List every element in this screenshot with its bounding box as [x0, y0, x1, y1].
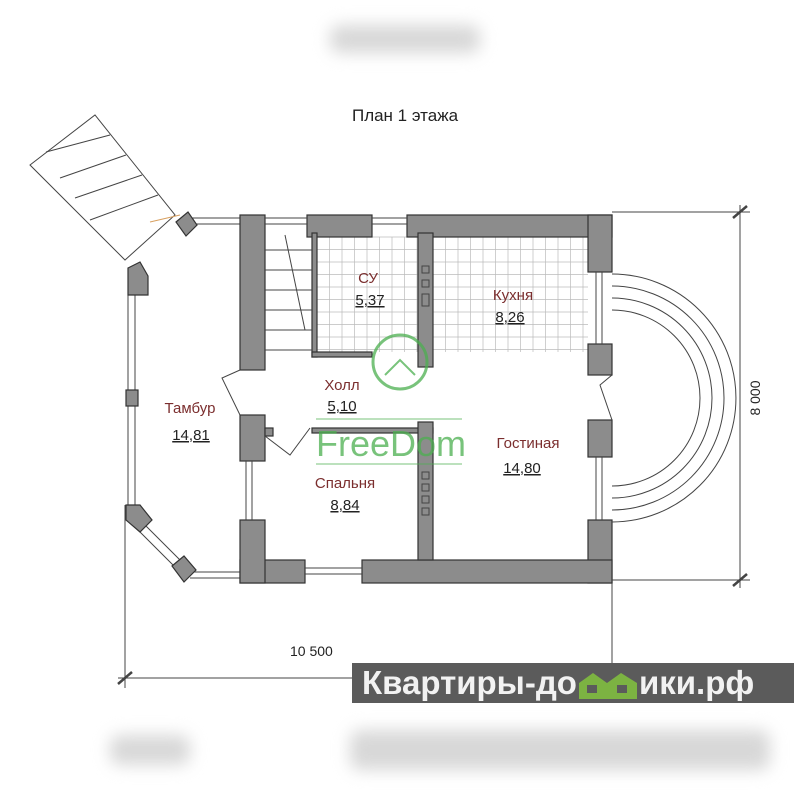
site-watermark-left: Квартиры-до — [362, 664, 577, 701]
freedom-text: FreeDom — [316, 423, 466, 464]
freedom-logo-icon — [371, 333, 429, 391]
room-name-tambur: Тамбур — [165, 400, 216, 417]
bathroom-tiles — [316, 236, 418, 352]
room-name-hall: Холл — [324, 377, 359, 394]
site-watermark-banner: Квартиры-до ики.рф — [352, 663, 794, 703]
room-name-su: СУ — [358, 270, 378, 287]
dimension-height: 8 000 — [747, 380, 763, 415]
room-area-hall: 5,10 — [327, 398, 356, 415]
doors — [221, 369, 613, 456]
room-area-kitchen: 8,26 — [495, 309, 524, 326]
room-area-su: 5,37 — [355, 292, 384, 309]
walls — [125, 211, 613, 584]
room-name-living: Гостиная — [497, 435, 560, 452]
vents — [421, 265, 430, 516]
entrance-stairs — [29, 114, 176, 261]
blurred-footer-left — [110, 735, 190, 765]
freedom-watermark: FreeDom — [316, 333, 466, 465]
porch-steps — [611, 273, 737, 523]
windows — [245, 217, 603, 575]
plan-title: План 1 этажа — [351, 106, 459, 125]
dimension-width: 10 500 — [290, 643, 333, 659]
house-logo-icon — [578, 673, 637, 700]
stair-winders — [265, 234, 312, 351]
room-name-bedroom: Спальня — [315, 475, 375, 492]
room-area-living: 14,80 — [503, 460, 541, 477]
blurred-footer-right — [350, 730, 770, 770]
room-area-tambur: 14,81 — [172, 427, 210, 444]
room-area-bedroom: 8,84 — [330, 497, 359, 514]
site-watermark-right: ики.рф — [638, 664, 755, 701]
room-name-kitchen: Кухня — [493, 287, 533, 304]
blurred-header — [330, 25, 480, 53]
